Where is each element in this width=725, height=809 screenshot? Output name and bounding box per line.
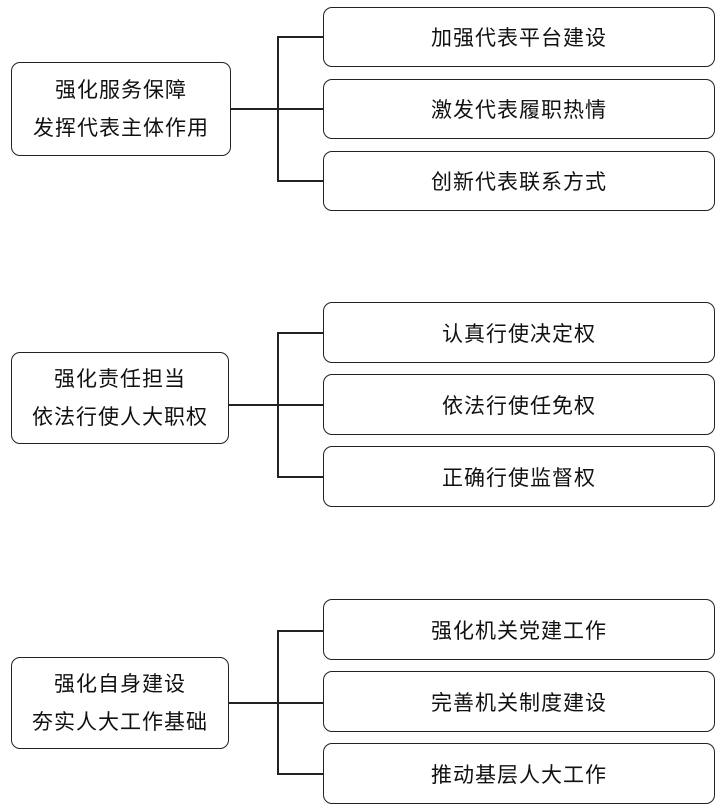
connector bbox=[277, 630, 324, 632]
connector bbox=[231, 108, 278, 110]
connector bbox=[277, 476, 324, 478]
child-node-1-3: 创新代表联系方式 bbox=[323, 151, 715, 211]
root-node-1: 强化服务保障 发挥代表主体作用 bbox=[11, 62, 231, 156]
connector bbox=[277, 702, 324, 704]
root-node-1-line-1: 强化服务保障 bbox=[55, 78, 187, 102]
child-node-3-3: 推动基层人大工作 bbox=[323, 743, 715, 804]
child-node-1-1: 加强代表平台建设 bbox=[323, 7, 715, 67]
connector bbox=[277, 773, 324, 775]
connector bbox=[277, 108, 324, 110]
connector bbox=[277, 332, 324, 334]
root-node-2-line-2: 依法行使人大职权 bbox=[32, 405, 208, 429]
child-node-3-1: 强化机关党建工作 bbox=[323, 599, 715, 660]
root-node-3-line-2: 夯实人大工作基础 bbox=[32, 710, 208, 734]
root-node-3-line-1: 强化自身建设 bbox=[54, 672, 186, 696]
connector bbox=[229, 404, 278, 406]
connector bbox=[277, 180, 324, 182]
root-node-1-line-2: 发挥代表主体作用 bbox=[33, 116, 209, 140]
root-node-2: 强化责任担当 依法行使人大职权 bbox=[11, 352, 229, 444]
root-node-3: 强化自身建设 夯实人大工作基础 bbox=[11, 657, 229, 749]
child-node-2-1: 认真行使决定权 bbox=[323, 302, 715, 363]
connector bbox=[277, 404, 324, 406]
connector bbox=[277, 36, 324, 38]
connector bbox=[229, 702, 278, 704]
root-node-2-line-1: 强化责任担当 bbox=[54, 367, 186, 391]
child-node-2-2: 依法行使任免权 bbox=[323, 374, 715, 435]
child-node-2-3: 正确行使监督权 bbox=[323, 446, 715, 507]
child-node-3-2: 完善机关制度建设 bbox=[323, 671, 715, 732]
child-node-1-2: 激发代表履职热情 bbox=[323, 79, 715, 139]
